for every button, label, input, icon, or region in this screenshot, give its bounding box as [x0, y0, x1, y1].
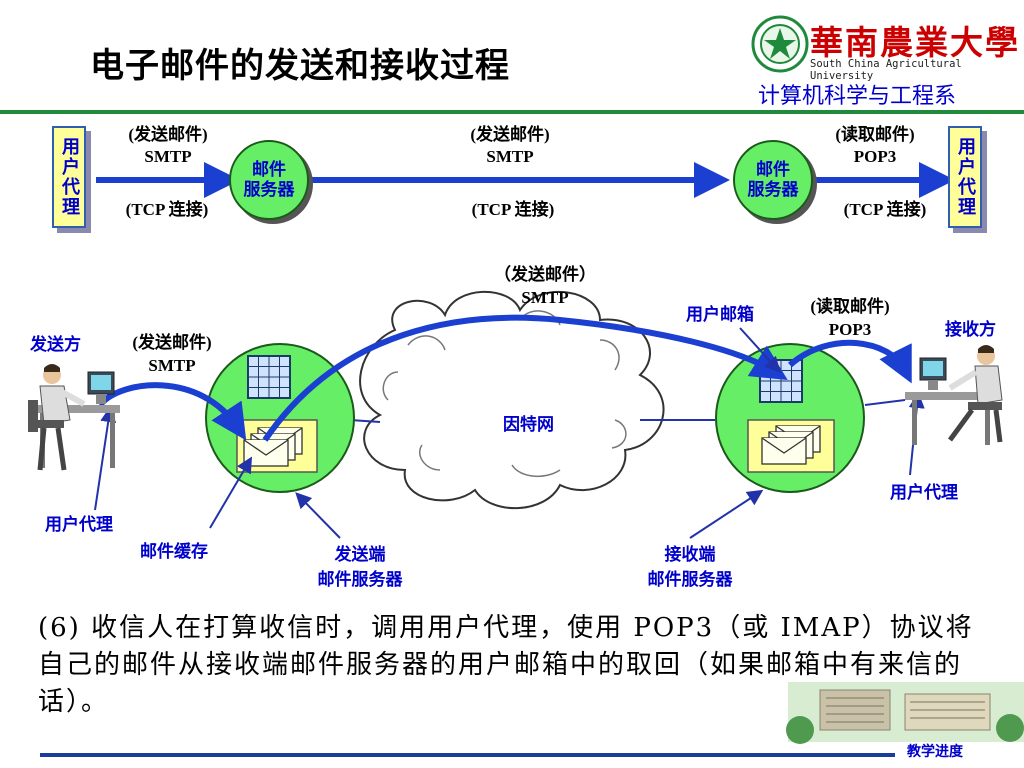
user-agent-left-label: 用户代理	[45, 515, 113, 535]
internet-protocol-label: SMTP	[521, 288, 569, 307]
university-seal-icon	[751, 15, 809, 73]
recv-mail-cache-icon	[747, 419, 835, 473]
footer-divider	[40, 753, 895, 757]
seg3-protocol-label: POP3	[853, 147, 897, 166]
sender-action-label: (发送邮件)	[132, 333, 212, 352]
recv-server-label-line2: 邮件服务器	[647, 570, 733, 590]
seg2-protocol-label: SMTP	[486, 147, 534, 166]
sender-label: 发送方	[30, 335, 81, 355]
top-user-agent-left: 用户代理	[52, 126, 86, 228]
internet-action-label: （发送邮件）	[494, 265, 596, 284]
send-server-label-line1: 发送端	[334, 545, 386, 565]
top-user-agent-right: 用户代理	[948, 126, 982, 228]
send-mailbox-grid-icon	[247, 355, 291, 399]
read-action-label: (读取邮件)	[810, 297, 890, 316]
seg1-action-label: (发送邮件)	[128, 125, 208, 144]
sender-person-icon	[28, 364, 120, 471]
user-agent-right-label: 用户代理	[890, 483, 958, 503]
university-name-cn: 華南農業大學	[810, 23, 1020, 62]
seg3-action-label: (读取邮件)	[835, 125, 915, 144]
seg3-connection-label: (TCP 连接)	[843, 200, 927, 219]
recv-server-label-line1: 接收端	[664, 545, 716, 565]
top-mail-server-left: 邮件服务器	[229, 140, 309, 220]
seg2-action-label: (发送邮件)	[470, 125, 550, 144]
seg2-connection-label: (TCP 连接)	[471, 200, 555, 219]
internet-cloud	[359, 290, 665, 510]
header-divider	[0, 110, 1024, 114]
seg1-protocol-label: SMTP	[144, 147, 192, 166]
receiver-label: 接收方	[945, 320, 996, 340]
page-title: 电子邮件的发送和接收过程	[90, 46, 510, 86]
server-label-line1: 邮件	[252, 159, 286, 180]
department-name: 计算机科学与工程系	[758, 84, 957, 109]
seg1-connection-label: (TCP 连接)	[125, 200, 209, 219]
campus-photo	[786, 682, 1024, 744]
internet-label: 因特网	[503, 415, 554, 435]
server-to-receiver-arrow	[788, 339, 912, 384]
server-label-line2: 服务器	[747, 180, 799, 200]
send-server-label-line2: 邮件服务器	[317, 570, 403, 590]
mail-cache-label: 邮件缓存	[140, 542, 208, 562]
server-label-line1: 邮件	[756, 159, 790, 180]
server-to-server-arrow	[262, 314, 788, 442]
top-mail-server-right: 邮件服务器	[733, 140, 813, 220]
teaching-progress-link[interactable]: 教学进度	[907, 744, 963, 760]
sender-protocol-label: SMTP	[148, 356, 196, 375]
server-label-line2: 服务器	[243, 180, 295, 200]
university-name-en: South China Agricultural University	[810, 58, 962, 82]
sender-to-server-arrow	[97, 382, 247, 441]
description-paragraph: (6) 收信人在打算收信时，调用用户代理，使用 POP3（或 IMAP）协议将自…	[38, 613, 974, 717]
mailbox-label: 用户邮箱	[686, 305, 754, 325]
receiver-person-icon	[905, 345, 1003, 445]
read-protocol-label: POP3	[828, 320, 872, 339]
